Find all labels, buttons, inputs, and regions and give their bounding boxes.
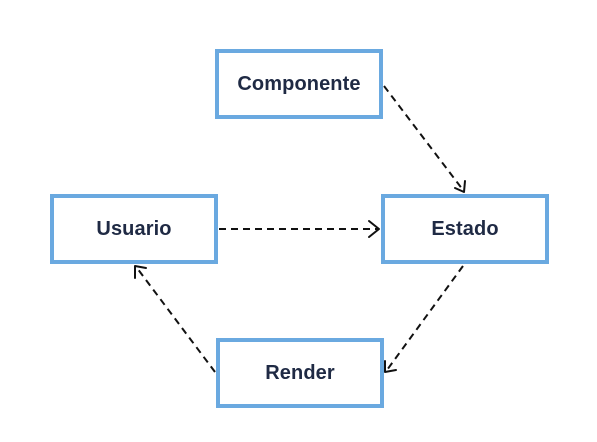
node-label: Render [265,361,335,384]
arrow-head [134,265,147,279]
edge-componente-to-estado [383,85,466,193]
node-componente: Componente [215,49,383,119]
arrow-head [384,360,397,373]
node-label: Componente [237,72,361,95]
edge-usuario-to-estado [219,220,380,238]
edge-line [383,85,464,191]
edge-render-to-usuario [134,265,216,373]
edge-line [136,267,216,373]
node-label: Usuario [96,217,172,240]
edge-line [386,265,464,371]
node-estado: Estado [381,194,549,264]
node-render: Render [216,338,384,408]
node-label: Estado [431,217,499,240]
node-usuario: Usuario [50,194,218,264]
edge-estado-to-render [384,265,464,373]
arrow-head [368,220,380,238]
arrow-head [454,180,466,193]
